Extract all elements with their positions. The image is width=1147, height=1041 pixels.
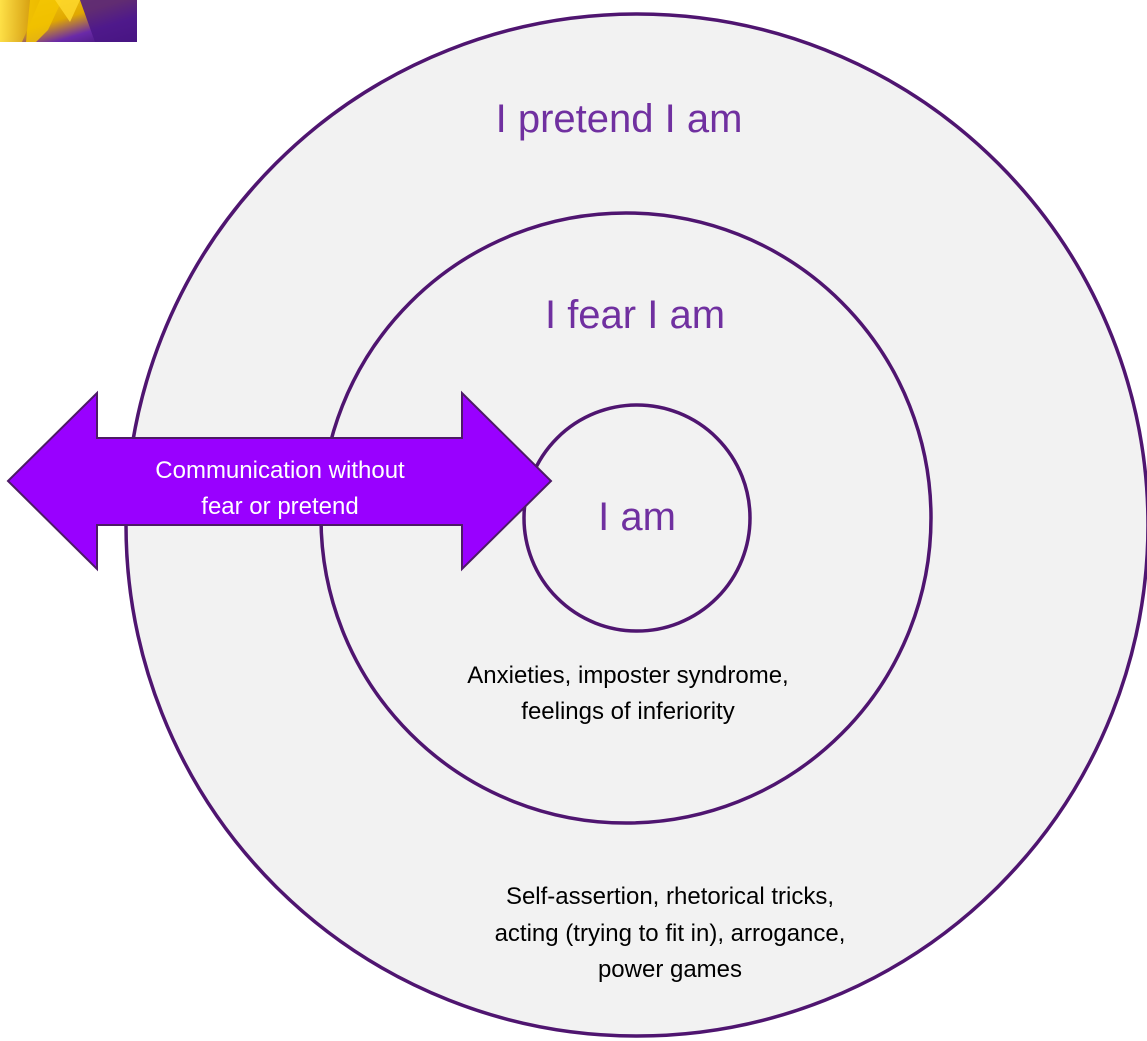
outer-ring-label: I pretend I am [496,97,743,141]
inner-circle [522,403,752,633]
middle-ring-label: I fear I am [545,293,725,337]
communication-arrow: Communication without fear or pretend [6,390,553,572]
outer-ring-description: Self-assertion, rhetorical tricks, actin… [495,883,846,983]
arrow-label-line: fear or pretend [201,493,358,520]
arrow-label-line: Communication without [155,457,405,484]
inner-circle-label: I am [598,495,676,539]
outer-ring-description-line: acting (trying to fit in), arrogance, [495,920,846,947]
sunflower-corner-image [0,0,137,42]
middle-ring-description: Anxieties, imposter syndrome, feelings o… [467,662,788,725]
double-arrow-shape [6,390,553,572]
outer-ring-description-line: power games [598,956,742,983]
middle-ring-description-line: feelings of inferiority [521,698,734,725]
middle-ring-description-line: Anxieties, imposter syndrome, [467,662,788,689]
outer-ring-description-line: Self-assertion, rhetorical tricks, [506,883,834,910]
